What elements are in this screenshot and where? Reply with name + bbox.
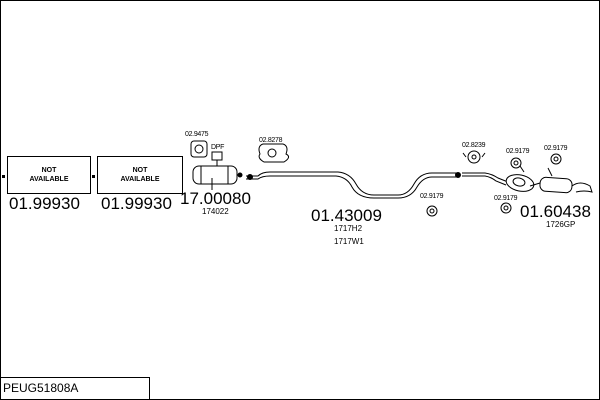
rubber-mount-icon-1 (426, 205, 438, 217)
connector-mid-stub (92, 175, 95, 178)
clamp-icon (258, 143, 290, 163)
rear-silencer (462, 165, 593, 194)
not-available-box-2: NOT AVAILABLE (97, 156, 183, 194)
fitting-gasket: 02.9475 (185, 131, 209, 138)
not-available-line1: NOT (41, 167, 57, 174)
centre-pipe (246, 171, 461, 199)
fitting-clamp-mid: 02.8239 (462, 142, 486, 149)
page-code: PEUG51808A (0, 377, 150, 399)
dpf-tag: DPF (211, 144, 225, 151)
ref-dpf: 174022 (202, 207, 229, 216)
ref-centre-2: 1717W1 (334, 237, 364, 246)
connector-left-stub (2, 175, 5, 178)
rubber-mount-icon-3 (510, 157, 522, 169)
part-number-rear-silencer: 01.60438 (520, 202, 591, 221)
gasket-icon (190, 140, 208, 158)
ref-rear: 1726GP (546, 220, 576, 229)
fitting-rubber-2: 02.9179 (506, 148, 530, 155)
rubber-mount-icon-5 (500, 202, 512, 214)
fitting-rubber-3: 02.9179 (544, 145, 568, 152)
rubber-mount-icon-4 (550, 153, 562, 165)
rubber-mount-icon-2 (462, 150, 486, 164)
part-number-centre-pipe: 01.43009 (311, 206, 382, 225)
part-number-front-pipe-2: 01.99930 (101, 194, 172, 213)
not-available-line2: AVAILABLE (29, 176, 69, 183)
part-number-dpf: 17.00080 (180, 189, 251, 208)
not-available-box-1: NOT AVAILABLE (7, 156, 91, 194)
part-number-front-pipe-1: 01.99930 (9, 194, 80, 213)
dpf-unit (192, 165, 243, 190)
fitting-clamp-front: 02.8278 (259, 137, 283, 144)
dpf-sensor-icon (211, 151, 223, 166)
not-available-line2: AVAILABLE (120, 176, 160, 183)
not-available-line1: NOT (132, 167, 148, 174)
ref-centre-1: 1717H2 (334, 224, 363, 233)
fitting-rubber-4: 02.9179 (494, 195, 518, 202)
fitting-rubber-1: 02.9179 (420, 193, 444, 200)
